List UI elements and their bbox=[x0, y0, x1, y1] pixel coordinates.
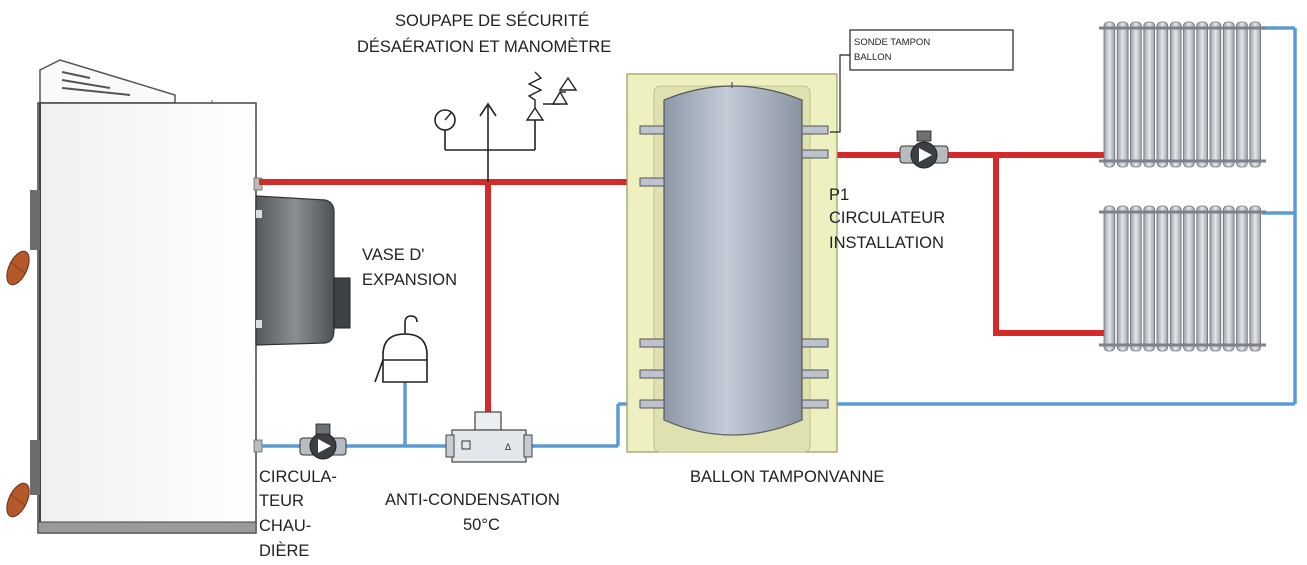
radiator-column bbox=[1236, 205, 1248, 352]
hydraulic-vessel-icon bbox=[374, 315, 428, 383]
pump-p1-label-line2: CIRCULATEUR bbox=[829, 209, 945, 227]
tank-label: BALLON TAMPONVANNE bbox=[690, 468, 884, 486]
anti-condensation-valve: Δ bbox=[445, 411, 533, 463]
radiator-column bbox=[1183, 205, 1195, 352]
radiator-column bbox=[1103, 21, 1116, 168]
radiator-column bbox=[1209, 21, 1222, 168]
radiator-column bbox=[1143, 21, 1156, 168]
safety-manifold bbox=[444, 106, 536, 182]
buffer-tank bbox=[626, 73, 838, 453]
radiator-column bbox=[1169, 21, 1182, 168]
pump-icon bbox=[899, 130, 949, 169]
expansion-vessel-icon bbox=[255, 195, 351, 346]
radiator-icon bbox=[1099, 205, 1266, 352]
radiator-column bbox=[1209, 205, 1222, 352]
radiator-column bbox=[1116, 205, 1129, 352]
safety-valve-label-line1: SOUPAPE DE SÉCURITÉ bbox=[395, 11, 589, 30]
anti-condensation-label-line2: 50°C bbox=[463, 516, 500, 534]
pump-p1-label-line1: P1 bbox=[829, 186, 849, 204]
radiator-column bbox=[1143, 205, 1156, 352]
expansion-vessel-label-line2: EXPANSION bbox=[362, 271, 457, 289]
boiler-pump-label-line2: TEUR bbox=[259, 492, 304, 510]
radiator-icon bbox=[1099, 21, 1266, 168]
safety-valve-label-line2: DÉSAÉRATION ET MANOMÈTRE bbox=[357, 37, 611, 56]
boiler-door-handle-bottom bbox=[6, 482, 30, 518]
radiator-column bbox=[1196, 21, 1209, 168]
svg-text:Δ: Δ bbox=[505, 443, 512, 453]
radiator-column bbox=[1156, 21, 1169, 168]
radiator-column bbox=[1130, 21, 1142, 168]
radiator-column bbox=[1156, 205, 1169, 352]
tank-connections bbox=[639, 125, 829, 409]
boiler-pump-label-line3: CHAU- bbox=[259, 517, 311, 535]
hot-supply-pipes bbox=[259, 152, 1108, 415]
boiler-pump-icon bbox=[299, 423, 347, 460]
radiator-column bbox=[1249, 21, 1262, 168]
radiator-column bbox=[1183, 21, 1195, 168]
boiler-pump-label-line4: DIÈRE bbox=[259, 541, 309, 560]
sensor-callout bbox=[830, 29, 1014, 133]
boiler bbox=[6, 59, 263, 534]
radiator-column bbox=[1222, 205, 1235, 352]
radiator-column bbox=[1222, 21, 1235, 168]
expansion-vessel-label-line1: VASE D' bbox=[362, 246, 424, 264]
sensor-label-line1: SONDE TAMPON bbox=[854, 37, 930, 48]
radiator-column bbox=[1130, 205, 1142, 352]
radiator-column bbox=[1249, 205, 1262, 352]
air-vent-icon bbox=[479, 102, 497, 117]
radiator-column bbox=[1116, 21, 1129, 168]
radiator-column bbox=[1169, 205, 1182, 352]
radiator-column bbox=[1196, 205, 1209, 352]
radiator-column bbox=[1103, 205, 1116, 352]
anti-condensation-label-line1: ANTI-CONDENSATION bbox=[385, 491, 560, 509]
boiler-door-handle-top bbox=[6, 250, 30, 286]
boiler-pump-label-line1: CIRCULA- bbox=[259, 468, 337, 486]
safety-valve-icon bbox=[525, 71, 578, 121]
sensor-label-line2: BALLON bbox=[854, 52, 892, 63]
pump-p1-label-line3: INSTALLATION bbox=[829, 234, 944, 252]
radiator-column bbox=[1236, 21, 1248, 168]
pressure-gauge-icon bbox=[434, 109, 456, 131]
